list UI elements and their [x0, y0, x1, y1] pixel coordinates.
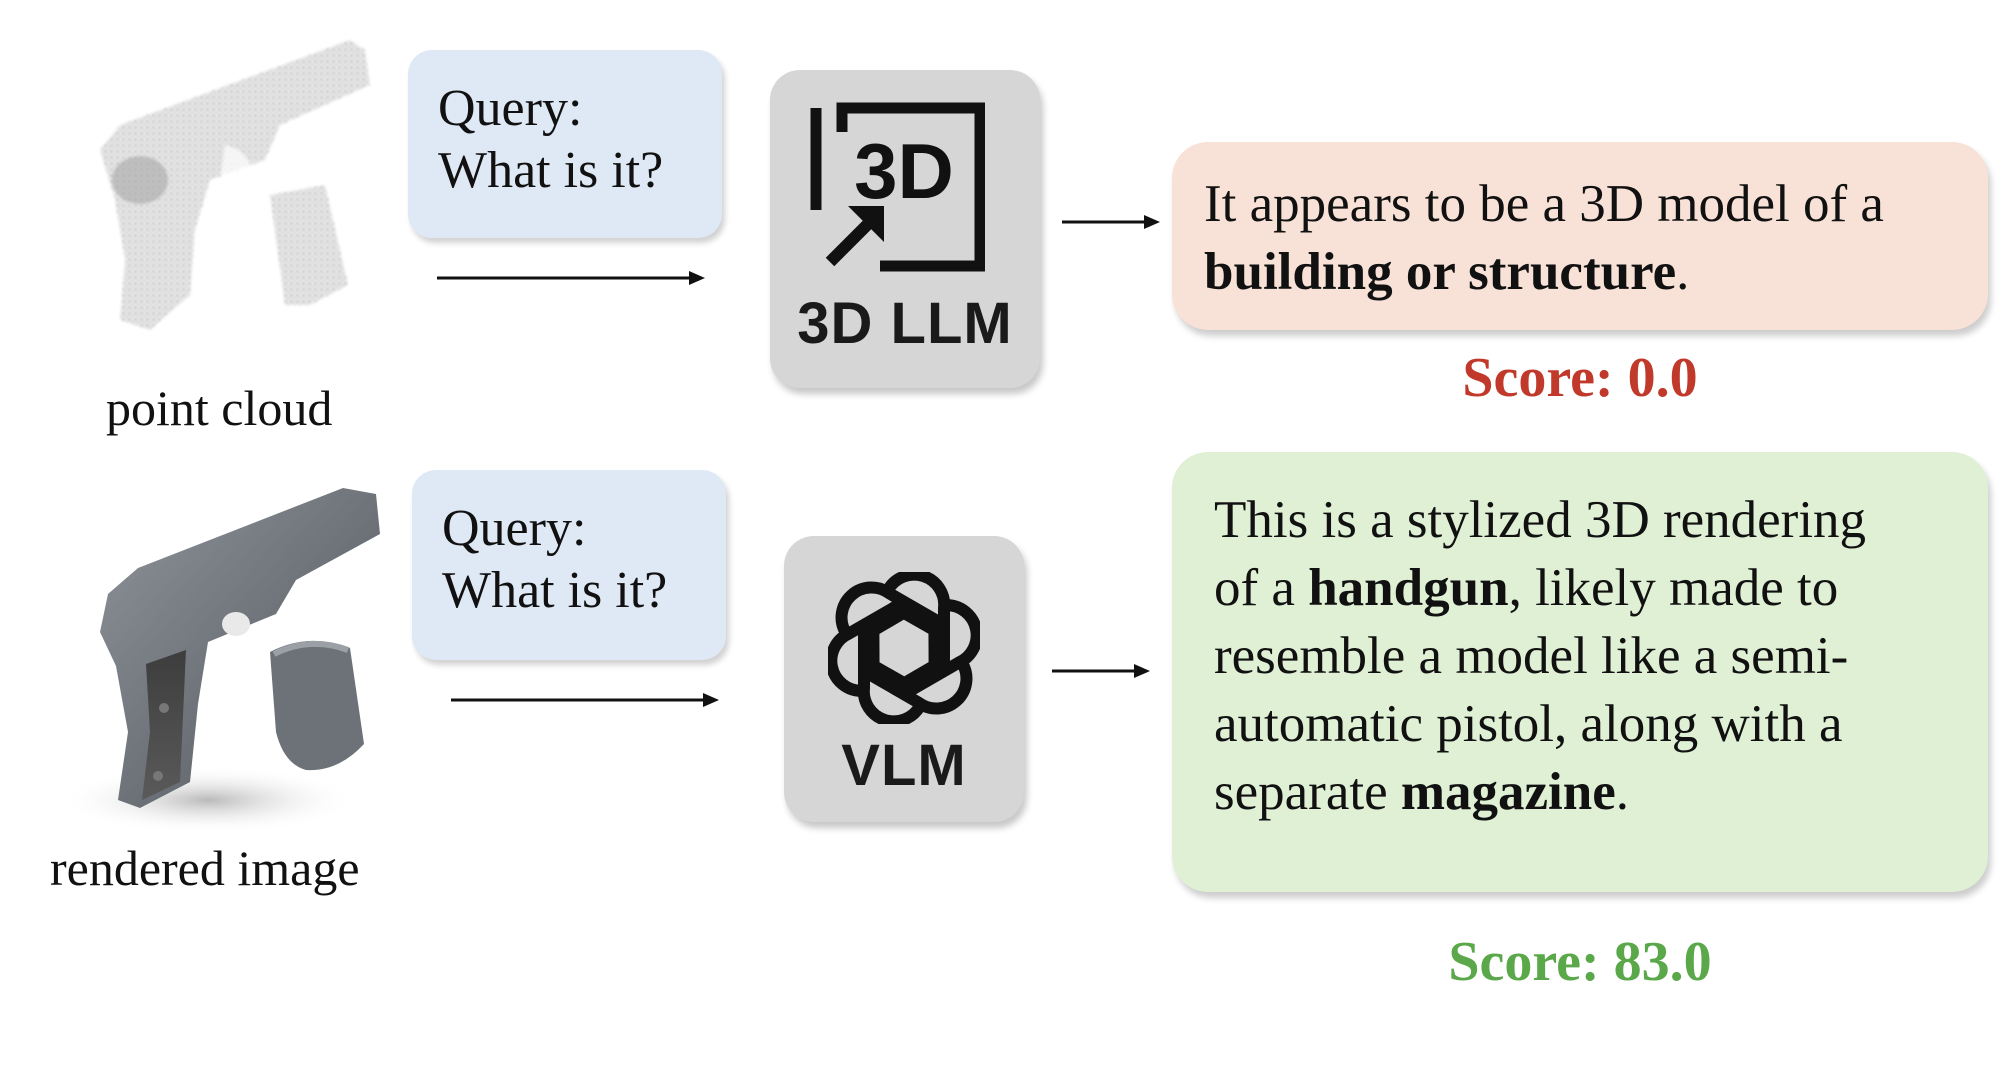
- 3d-llm-label: 3D LLM: [797, 291, 1013, 356]
- arrow-to-answer-bottom: [1052, 664, 1150, 678]
- query-box-bottom: Query: What is it?: [412, 470, 726, 660]
- answer-box-top: It appears to be a 3D model of a buildin…: [1172, 142, 1988, 330]
- query-question: What is it?: [442, 562, 668, 619]
- query-question: What is it?: [438, 142, 664, 199]
- answer-bottom-line5: separate magazine.: [1214, 763, 1630, 821]
- arrow-to-vlm: [451, 693, 719, 707]
- rendered-gun-image: [58, 488, 380, 834]
- query-box-top: Query: What is it?: [408, 50, 722, 238]
- rendered-image-caption: rendered image: [50, 840, 360, 896]
- answer-box-bottom: This is a stylized 3D rendering of a han…: [1172, 452, 1988, 892]
- point-cloud-gun-image: [100, 40, 370, 330]
- 3d-llm-model-box: 3D 3D LLM: [770, 70, 1040, 388]
- score-top: Score: 0.0: [1462, 347, 1698, 409]
- openai-logo-icon: [828, 572, 980, 724]
- arrow-to-answer-top: [1062, 215, 1160, 229]
- answer-bottom-line1: This is a stylized 3D rendering: [1214, 491, 1867, 549]
- point-cloud-caption: point cloud: [106, 380, 333, 436]
- score-bottom: Score: 83.0: [1448, 931, 1712, 993]
- answer-bottom-line3: resemble a model like a semi-: [1214, 627, 1849, 685]
- 3d-logo-text: 3D: [854, 127, 954, 215]
- answer-bottom-line2: of a handgun, likely made to: [1214, 559, 1839, 617]
- vlm-model-box: VLM: [784, 536, 1024, 822]
- vlm-label: VLM: [841, 733, 967, 798]
- answer-bottom-line4: automatic pistol, along with a: [1214, 695, 1843, 753]
- arrow-to-3d-llm: [437, 271, 705, 285]
- answer-top-line1: It appears to be a 3D model of a: [1204, 175, 1884, 233]
- query-label: Query:: [438, 80, 583, 137]
- 3d-model-icon: 3D: [810, 102, 985, 272]
- answer-top-line2: building or structure.: [1204, 243, 1690, 301]
- query-label: Query:: [442, 500, 587, 557]
